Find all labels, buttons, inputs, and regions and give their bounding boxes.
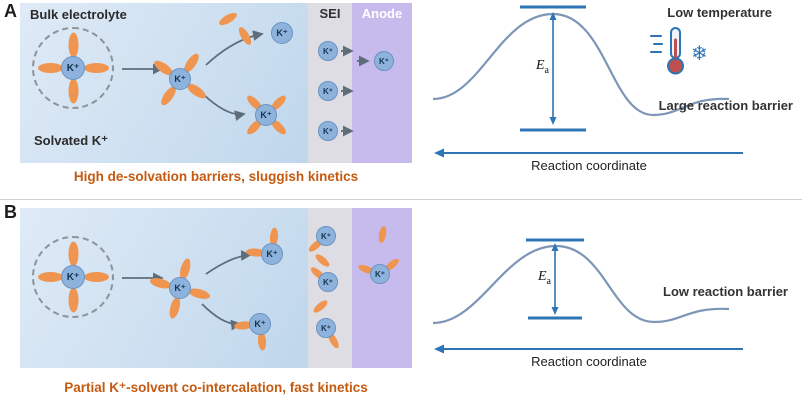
ea-arrowhead-down: [549, 117, 557, 125]
solvent-petal: [83, 272, 109, 282]
solvent-petal: [217, 10, 239, 28]
k-ion-circle: K⁺: [318, 272, 338, 292]
solvent-petal: [68, 78, 78, 104]
k-ion-circle: K⁺: [316, 226, 336, 246]
energy-curve: [432, 244, 730, 325]
axis-label-a: Reaction coordinate: [531, 158, 647, 173]
arrow: [203, 94, 246, 121]
energy-plot-svg: [432, 238, 743, 354]
arrow: [205, 30, 264, 66]
anode-label: Anode: [361, 6, 403, 21]
sei-label: SEI: [319, 6, 341, 21]
ea-label: Ea: [517, 269, 551, 287]
energy-diagram-b: Ea Low reaction barrier Reaction coordin…: [425, 201, 802, 401]
k-ion-circle: K⁺: [255, 104, 277, 126]
temperature-icons-svg: ❄: [650, 27, 708, 75]
anode-layer: Anode: [352, 3, 412, 163]
energy-plot-svg: [432, 5, 743, 158]
bulk-electrolyte-label: Bulk electrolyte: [30, 7, 127, 22]
ea-symbol: E: [537, 269, 547, 284]
k-ion-circle: K⁺: [261, 243, 283, 265]
k-ion-circle: K⁺: [61, 56, 85, 80]
panel-a-letter: A: [4, 1, 17, 21]
solvent-petal: [187, 285, 212, 301]
arrow: [201, 303, 242, 331]
axis-arrowhead: [434, 148, 444, 158]
solvation-shell-circle: [32, 27, 114, 109]
ea-arrowhead-up: [551, 243, 559, 251]
solvent-petal: [236, 25, 254, 47]
barrier-label-b: Low reaction barrier: [663, 284, 788, 299]
panel-a: A SEI Anode Bulk electrolyte Solvated K⁺…: [0, 0, 802, 200]
panel-b: B K⁺ K⁺ K⁺ K⁺ K⁺ K⁺ K⁺ K⁺ Partial K⁺-sol…: [0, 201, 802, 401]
solvent-petal: [167, 295, 183, 320]
axis-label-b: Reaction coordinate: [531, 354, 647, 369]
caption-b: Partial K⁺-solvent co-intercalation, fas…: [64, 380, 368, 395]
solvent-petal: [37, 63, 63, 73]
electrolyte-scheme-a: SEI Anode Bulk electrolyte Solvated K⁺ K…: [20, 3, 412, 163]
snowflake-icon: ❄: [691, 41, 708, 65]
k-ion-circle: K⁺: [374, 51, 394, 71]
k-ion-circle: K⁺: [169, 68, 191, 90]
solvent-petal: [37, 272, 63, 282]
ea-arrowhead-up: [549, 12, 557, 20]
arrow: [205, 250, 252, 275]
solvation-shell-circle: [32, 236, 114, 318]
caption-a: High de-solvation barriers, sluggish kin…: [73, 169, 359, 184]
k-ion-circle: K⁺: [370, 264, 390, 284]
k-ion-circle: K⁺: [316, 318, 336, 338]
thermometer-icon: [650, 27, 684, 75]
axis-arrowhead: [434, 344, 444, 354]
solvent-petal: [68, 241, 78, 267]
k-ion-circle: K⁺: [318, 121, 338, 141]
electrolyte-scheme-b: K⁺ K⁺ K⁺ K⁺ K⁺ K⁺ K⁺ K⁺: [20, 208, 412, 368]
solvent-petal: [68, 287, 78, 313]
panel-b-letter: B: [4, 202, 17, 222]
ea-symbol: E: [535, 58, 545, 73]
energy-curve: [432, 12, 730, 117]
k-ion-circle: K⁺: [318, 41, 338, 61]
ea-subscript: a: [544, 64, 549, 76]
ea-label: Ea: [515, 58, 549, 76]
ea-arrowhead-down: [551, 307, 559, 315]
k-ion-circle: K⁺: [249, 313, 271, 335]
solvent-petal: [83, 63, 109, 73]
solvent-petal: [68, 32, 78, 58]
therm-bulb: [667, 57, 684, 75]
solvated-k-label: Solvated K⁺: [34, 133, 109, 148]
energy-diagram-a: Ea Low temperature ❄ Large reaction barr…: [425, 0, 802, 200]
k-ion-circle: K⁺: [318, 81, 338, 101]
k-ion-circle: K⁺: [271, 22, 293, 44]
barrier-label-a: Large reaction barrier: [658, 98, 793, 113]
low-temperature-label: Low temperature: [667, 5, 772, 20]
k-ion-circle: K⁺: [61, 265, 85, 289]
ea-subscript: a: [546, 275, 551, 287]
k-ion-circle: K⁺: [169, 277, 191, 299]
